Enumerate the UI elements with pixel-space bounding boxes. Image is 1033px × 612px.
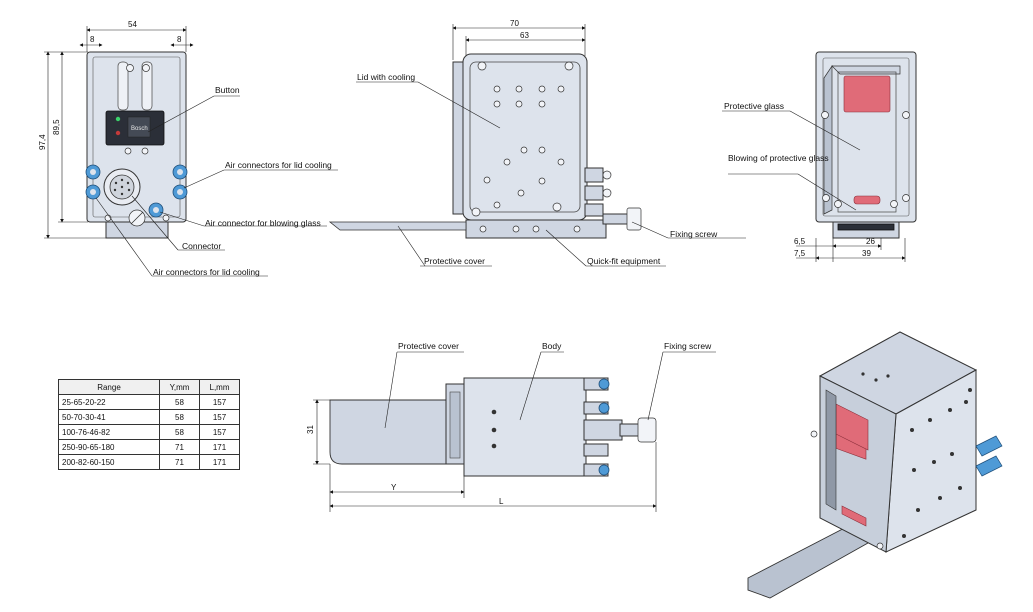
label-fixing-screw-top: Fixing screw — [664, 341, 712, 351]
cell-l: 157 — [199, 424, 240, 440]
col-range: Range — [58, 379, 160, 395]
dim-top-height: 31 — [306, 425, 315, 434]
label-protective-cover-top: Protective cover — [398, 341, 459, 351]
dim-front-height-outer: 97,4 — [38, 134, 47, 150]
top-view: 31 Y L Protective cover Body Fixing scre… — [306, 341, 716, 512]
cell-l: 171 — [199, 439, 240, 455]
cell-y: 58 — [159, 394, 200, 410]
side-view: 70 63 — [328, 19, 746, 267]
dim-top-y: Y — [391, 483, 397, 492]
cell-range: 50-70-30-41 — [58, 409, 160, 425]
cell-l: 157 — [199, 394, 240, 410]
cell-y: 58 — [159, 424, 200, 440]
label-connector: Connector — [182, 241, 221, 251]
label-protective-glass: Protective glass — [724, 101, 784, 111]
cell-y: 71 — [159, 454, 200, 470]
table-row: 25-65-20-22 58 157 — [58, 394, 240, 410]
cell-l: 171 — [199, 454, 240, 470]
dim-front-left-offset: 8 — [90, 35, 95, 44]
table-row: 250-90-65-180 71 171 — [58, 439, 240, 455]
label-blowing-protective-glass: Blowing of protective glass — [728, 153, 829, 163]
cell-range: 250-90-65-180 — [58, 439, 160, 455]
table-row: 50-70-30-41 58 157 — [58, 409, 240, 425]
cell-y: 71 — [159, 439, 200, 455]
dim-side-inner: 63 — [520, 31, 529, 40]
range-table-header: Range Y,mm L,mm — [58, 379, 240, 395]
dim-rear-d: 39 — [862, 249, 871, 258]
front-view: 54 8 8 97,4 89,5 Bosch — [38, 20, 338, 277]
dim-rear-a: 6,5 — [794, 237, 806, 246]
table-row: 100-76-46-82 58 157 — [58, 424, 240, 440]
dim-rear-b: 7,5 — [794, 249, 806, 258]
isometric-view — [747, 331, 1003, 599]
cell-range: 100-76-46-82 — [58, 424, 160, 440]
label-quick-fit-equipment: Quick-fit equipment — [587, 256, 661, 266]
dim-front-width: 54 — [128, 20, 137, 29]
panel-brand-text: Bosch — [131, 126, 148, 132]
dim-top-l: L — [499, 497, 504, 506]
table-row: 200-82-60-150 71 171 — [58, 454, 240, 470]
dim-side-outer: 70 — [510, 19, 519, 28]
rear-view: 26 6,5 7,5 39 Protective glass Blowing o… — [722, 51, 917, 262]
cell-y: 58 — [159, 409, 200, 425]
col-l: L,mm — [199, 379, 240, 395]
label-lid-with-cooling: Lid with cooling — [357, 72, 415, 82]
cell-range: 25-65-20-22 — [58, 394, 160, 410]
label-fixing-screw-side: Fixing screw — [670, 229, 718, 239]
label-button: Button — [215, 85, 240, 95]
dim-rear-c: 26 — [866, 237, 875, 246]
dim-front-right-offset: 8 — [177, 35, 182, 44]
label-air-connectors-lid-top: Air connectors for lid cooling — [225, 160, 332, 170]
label-body: Body — [542, 341, 562, 351]
label-air-connectors-lid-bottom: Air connectors for lid cooling — [153, 267, 260, 277]
cell-range: 200-82-60-150 — [58, 454, 160, 470]
label-protective-cover-side: Protective cover — [424, 256, 485, 266]
col-y: Y,mm — [159, 379, 200, 395]
dim-front-height-inner: 89,5 — [52, 119, 61, 135]
range-table: Range Y,mm L,mm 25-65-20-22 58 157 50-70… — [58, 379, 240, 470]
label-air-connector-blowing-glass: Air connector for blowing glass — [205, 218, 321, 228]
cell-l: 157 — [199, 409, 240, 425]
